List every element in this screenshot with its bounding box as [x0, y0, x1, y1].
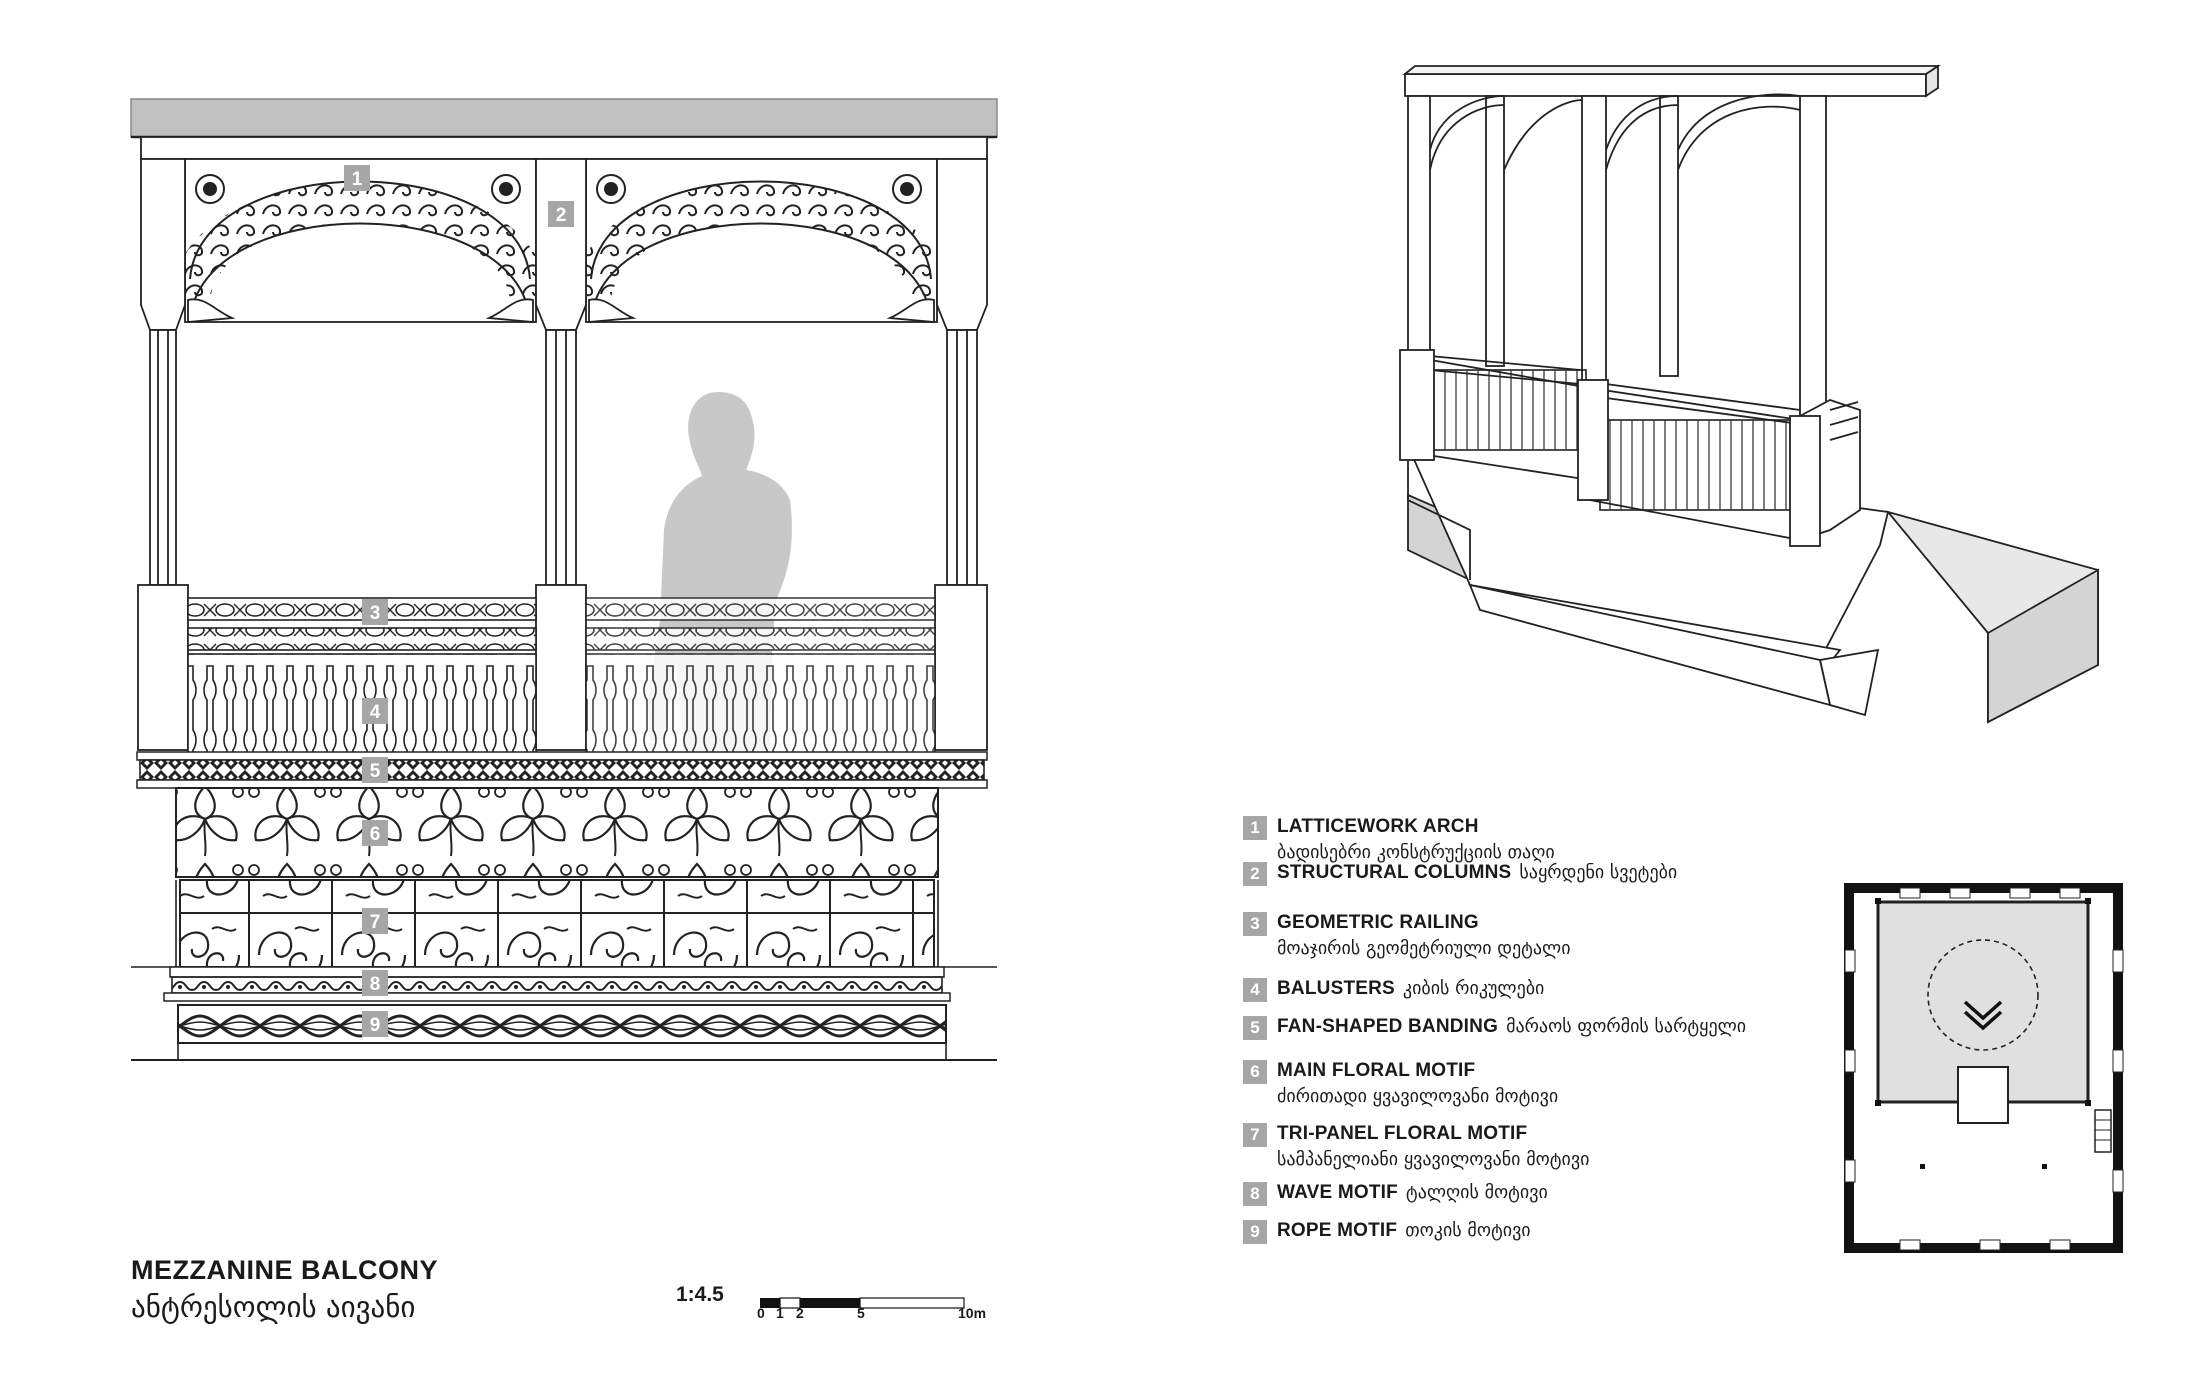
legend-item: 8 WAVE MOTIF ტალღის მოტივი: [1243, 1182, 1883, 1206]
scale-tick: 0: [757, 1305, 765, 1321]
elevation-marker-number: 1: [352, 169, 363, 190]
elevation-marker-number: 6: [370, 824, 381, 845]
fan-shaped-banding: [139, 759, 985, 781]
elevation-marker-box: [362, 757, 388, 783]
elevation-marker: 6: [362, 820, 388, 846]
elevation-marker: 3: [362, 599, 388, 625]
elevation-marker: 7: [362, 908, 388, 934]
legend-number-badge: 7: [1243, 1123, 1267, 1147]
legend-item: 3 GEOMETRIC RAILING მოაჯირის გეომეტრიული დ…: [1243, 912, 1883, 959]
legend-number-badge: 4: [1243, 978, 1267, 1002]
legend-number-badge: 5: [1243, 1016, 1267, 1040]
main-floral-motif: [175, 787, 939, 878]
drawing-title-georgian: ანტრესოლის აივანი: [131, 1290, 416, 1324]
legend-number-badge: 2: [1243, 862, 1267, 886]
scale-bar: [760, 1297, 965, 1309]
legend-label-en: ROPE MOTIF: [1277, 1220, 1398, 1241]
isometric-view: [1399, 64, 2099, 724]
scale-ratio: 1:4.5: [676, 1283, 724, 1306]
legend-number-badge: 6: [1243, 1060, 1267, 1084]
elevation-marker: 8: [362, 970, 388, 996]
elevation-marker-box: [362, 820, 388, 846]
elevation-marker: 4: [362, 698, 388, 724]
legend-item: 1 LATTICEWORK ARCH ბადისებრი კონსტრუქციის …: [1243, 816, 1883, 863]
elevation-marker-number: 4: [370, 702, 381, 723]
legend-item: 6 MAIN FLORAL MOTIF ძირითადი ყვავილოვანი მ…: [1243, 1060, 1883, 1107]
legend-label-en: FAN-SHAPED BANDING: [1277, 1016, 1499, 1037]
legend-label-ka: ბადისებრი კონსტრუქციის თაღი: [1277, 842, 1555, 863]
tri-panel-floral-motif: [179, 879, 935, 968]
legend-item: 4 BALUSTERS კიბის რიკულები: [1243, 978, 1883, 1002]
structural-columns: [137, 158, 988, 751]
legend-label-en: STRUCTURAL COLUMNS: [1277, 862, 1512, 883]
legend-item: 9 ROPE MOTIF თოკის მოტივი: [1243, 1220, 1883, 1244]
elevation-markers: 1 2 3 4 5 6 7 8 9: [344, 165, 574, 1037]
drawing-title: MEZZANINE BALCONY: [131, 1255, 438, 1285]
elevation-marker-box: [362, 1011, 388, 1037]
elevation-marker-box: [362, 698, 388, 724]
elevation-marker-box: [362, 908, 388, 934]
legend-label-ka: ტალღის მოტივი: [1405, 1182, 1548, 1203]
elevation-marker-number: 5: [370, 761, 381, 782]
legend-label-ka: სამპანელიანი ყვავილოვანი მოტივი: [1277, 1149, 1590, 1170]
legend-label-ka: მოაჯირის გეომეტრიული დეტალი: [1277, 938, 1571, 959]
scale-tick: 10m: [958, 1305, 987, 1321]
elevation-marker-number: 3: [370, 603, 381, 624]
floor-plan: [1844, 883, 2124, 1253]
legend-item: 7 TRI-PANEL FLORAL MOTIF სამპანელიანი ყვავ…: [1243, 1123, 1883, 1170]
elevation-marker: 9: [362, 1011, 388, 1037]
legend-number-badge: 3: [1243, 912, 1267, 936]
elevation-marker-number: 8: [370, 974, 381, 995]
elevation-marker-box: [362, 599, 388, 625]
legend-label-en: TRI-PANEL FLORAL MOTIF: [1277, 1123, 1528, 1144]
elevation-marker-box: [344, 165, 370, 191]
legend-number-badge: 8: [1243, 1182, 1267, 1206]
scale-tick: 2: [796, 1305, 804, 1321]
wave-motif: [171, 976, 943, 994]
elevation-marker: 1: [344, 165, 370, 191]
rope-motif: [177, 1004, 947, 1044]
legend-label-ka: ძირითადი ყვავილოვანი მოტივი: [1277, 1086, 1559, 1107]
legend-label-en: GEOMETRIC RAILING: [1277, 912, 1479, 933]
elevation-marker-box: [362, 970, 388, 996]
scale-tick: 1: [776, 1305, 784, 1321]
legend-label-en: LATTICEWORK ARCH: [1277, 816, 1479, 837]
legend-label-en: WAVE MOTIF: [1277, 1182, 1398, 1203]
legend-label-ka: მარაოს ფორმის სარტყელი: [1506, 1016, 1747, 1037]
elevation-marker-box: [548, 201, 574, 227]
elevation-marker-number: 9: [370, 1015, 381, 1036]
elevation-marker: 5: [362, 757, 388, 783]
legend-number-badge: 9: [1243, 1220, 1267, 1244]
legend-label-en: BALUSTERS: [1277, 978, 1395, 999]
legend-label-en: MAIN FLORAL MOTIF: [1277, 1060, 1476, 1081]
scale-tick: 5: [857, 1305, 865, 1321]
legend-label-ka: თოკის მოტივი: [1405, 1220, 1531, 1241]
legend-item: 5 FAN-SHAPED BANDING მარაოს ფორმის სარტყელ…: [1243, 1016, 1883, 1040]
elevation-marker-number: 7: [370, 912, 381, 933]
elevation-marker: 2: [548, 201, 574, 227]
legend-label-ka: საყრდენი სვეტები: [1519, 862, 1678, 883]
elevation-marker-number: 2: [556, 205, 567, 226]
latticework-arch-right: [571, 158, 951, 323]
legend-number-badge: 1: [1243, 816, 1267, 840]
legend-item: 2 STRUCTURAL COLUMNS საყრდენი სვეტები: [1243, 862, 1883, 886]
elevation-drawing: 1 2 3 4 5 6 7 8 9: [130, 98, 998, 1061]
cornice-beam: [130, 98, 998, 138]
legend-label-ka: კიბის რიკულები: [1402, 978, 1545, 999]
